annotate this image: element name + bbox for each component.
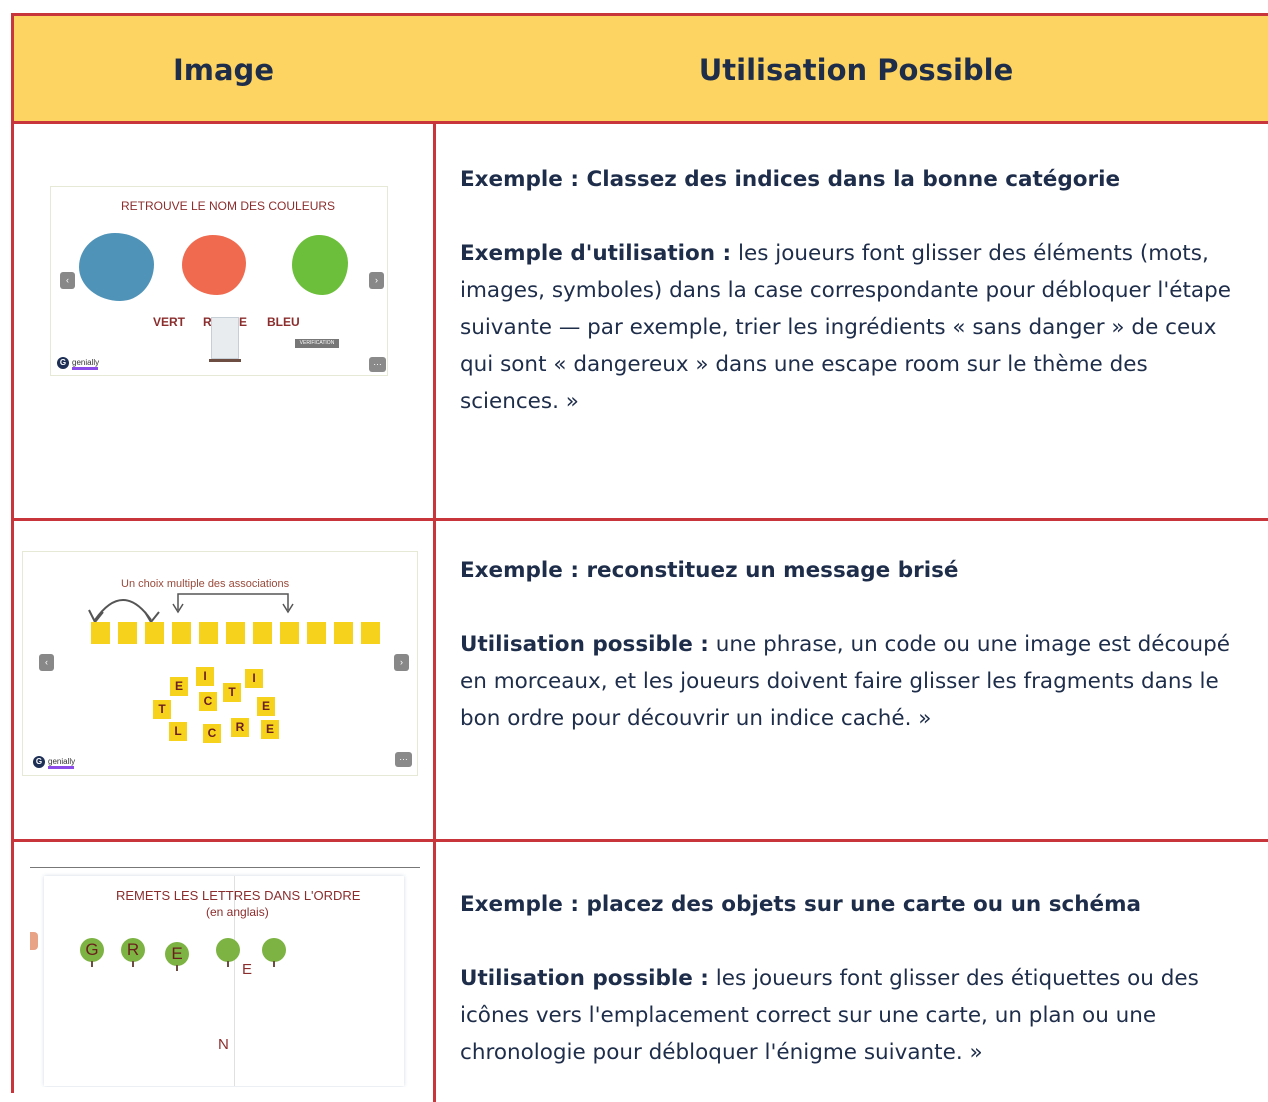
broken-message-screenshot: Un choix multiple des associations E I [22, 551, 418, 776]
tree-letter [216, 938, 240, 967]
next-arrow-icon: › [369, 272, 384, 289]
slot [307, 622, 326, 644]
slot [226, 622, 245, 644]
letter-tile: L [169, 722, 187, 741]
letter-tile: E [261, 720, 279, 739]
row-label: Exemple d'utilisation : [460, 241, 732, 266]
slot [361, 622, 380, 644]
row-body: une phrase, un code ou une image est déc… [460, 632, 1231, 731]
row-label: Utilisation possible : [460, 966, 709, 991]
loose-letter: E [242, 961, 253, 978]
row-description: Utilisation possible : une phrase, un co… [460, 626, 1250, 737]
slide-heading: Un choix multiple des associations [121, 578, 290, 590]
row-title: Exemple : Classez des indices dans la bo… [460, 167, 1121, 192]
tree-letter: E [165, 942, 189, 971]
letter-tile: E [170, 677, 188, 696]
letter-tile: T [153, 700, 171, 719]
activity-table: Image Utilisation Possible RETROUVE LE N… [11, 13, 1268, 1102]
color-sort-screenshot: RETROUVE LE NOM DES COULEURS VERT ROUGE … [50, 186, 388, 376]
row-title: Exemple : placez des objets sur une cart… [460, 892, 1142, 917]
blue-blob [79, 233, 154, 301]
tree-letter: G [80, 938, 104, 967]
more-options-icon: … [369, 357, 386, 372]
association-arrows [88, 593, 294, 624]
prev-arrow-icon: ‹ [39, 654, 54, 671]
table-row: REMETS LES LETTRES DANS L'ORDRE (en angl… [14, 842, 1268, 1102]
letter-tile: T [223, 683, 241, 702]
tree-letter [262, 938, 286, 967]
easel-legs [209, 359, 241, 362]
letter-tile: C [203, 724, 221, 743]
row-title: Exemple : reconstituez un message brisé [460, 558, 959, 583]
slide-panel [44, 876, 404, 1086]
column-divider [433, 521, 436, 839]
slot [334, 622, 353, 644]
header-usage: Utilisation Possible [698, 53, 1014, 87]
slot [280, 622, 299, 644]
more-options-icon: … [395, 752, 412, 767]
table-row: RETROUVE LE NOM DES COULEURS VERT ROUGE … [14, 124, 1268, 521]
table-row: Un choix multiple des associations E I [14, 521, 1268, 842]
verification-button: VERIFICATION [295, 339, 339, 348]
slide-heading: RETROUVE LE NOM DES COULEURS [121, 199, 336, 213]
genially-brand: genially [48, 757, 76, 767]
genially-mark-icon: G [57, 357, 69, 369]
word-bleu: BLEU [267, 315, 300, 329]
genially-mark-icon: G [33, 756, 45, 768]
letter-tile: I [245, 669, 263, 688]
letter-tile: R [231, 718, 249, 737]
slot [91, 622, 110, 644]
row-text: Exemple : Classez des indices dans la bo… [460, 161, 1250, 420]
letter-tile: C [199, 692, 217, 711]
row-body: les joueurs font glisser des éléments (m… [460, 241, 1231, 414]
letter-tile: E [257, 697, 275, 716]
row-text: Exemple : reconstituez un message brisé … [460, 552, 1250, 737]
slide-divider [234, 876, 235, 1086]
header-image: Image [172, 53, 274, 87]
table-header: Image Utilisation Possible [14, 16, 1268, 124]
tree-letter: R [121, 938, 145, 967]
green-blob [292, 235, 348, 295]
word-vert: VERT [153, 315, 186, 329]
next-arrow-icon: › [394, 654, 409, 671]
row-body: les joueurs font glisser des étiquettes … [460, 966, 1199, 1065]
red-blob [182, 235, 246, 295]
side-tab [30, 932, 38, 950]
genially-bar [48, 766, 74, 769]
slide-subheading: (en anglais) [206, 905, 269, 919]
row-label: Utilisation possible : [460, 632, 709, 657]
prev-arrow-icon: ‹ [60, 272, 75, 289]
letter-tile: I [196, 667, 214, 686]
slot [145, 622, 164, 644]
genially-bar [72, 367, 98, 370]
slot [172, 622, 191, 644]
slot [253, 622, 272, 644]
slot [118, 622, 137, 644]
column-divider [433, 124, 436, 518]
row-description: Exemple d'utilisation : les joueurs font… [460, 235, 1250, 420]
row-text: Exemple : placez des objets sur une cart… [460, 886, 1250, 1071]
row-description: Utilisation possible : les joueurs font … [460, 960, 1250, 1071]
column-divider [433, 842, 436, 1102]
slot [199, 622, 218, 644]
easel [211, 317, 239, 359]
loose-letter: N [218, 1036, 229, 1053]
letter-order-screenshot: REMETS LES LETTRES DANS L'ORDRE (en angl… [30, 867, 420, 1087]
genially-brand: genially [72, 358, 100, 368]
slide-heading: REMETS LES LETTRES DANS L'ORDRE [116, 888, 361, 903]
